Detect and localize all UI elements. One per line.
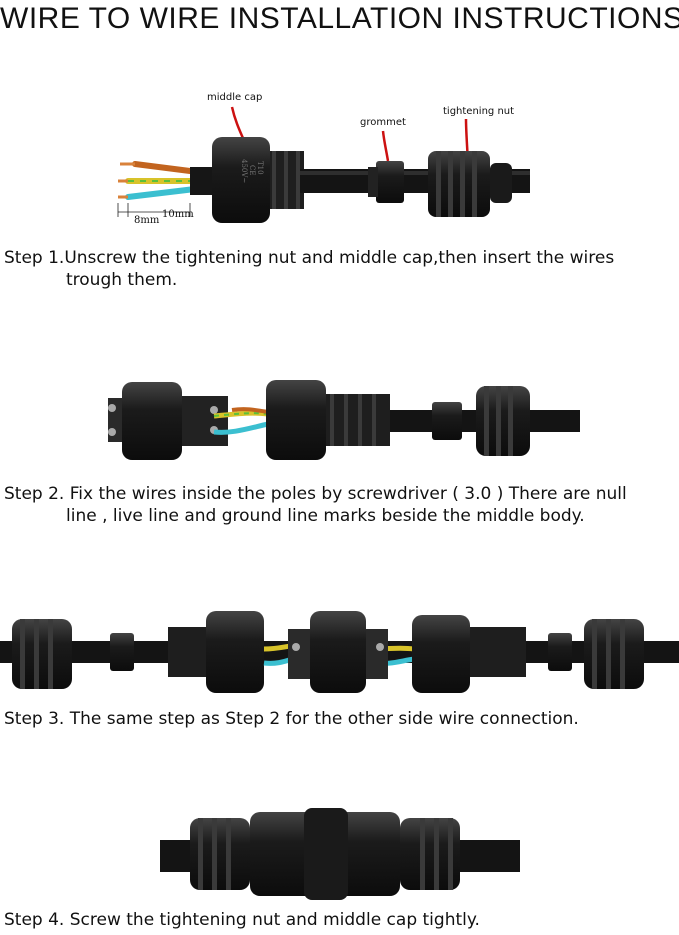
mark-voltage: 450V~: [240, 159, 248, 183]
step-3-line-1: Step 3. The same step as Step 2 for the …: [4, 709, 579, 729]
dim-strip: 8mm: [134, 215, 160, 226]
right-tightening-nut: [584, 619, 644, 689]
wires: [118, 161, 198, 200]
grommet: [432, 402, 462, 440]
label-tightening-nut: tightening nut: [443, 106, 514, 117]
step-2-line-1: Step 2. Fix the wires inside the poles b…: [4, 484, 627, 504]
tightening-nut: [476, 386, 530, 456]
step-2-text: Step 2. Fix the wires inside the poles b…: [4, 483, 676, 527]
dimension-marks: [117, 203, 191, 217]
left-tightening-nut: [12, 619, 72, 689]
tightening-nut: [428, 151, 512, 217]
assembled-body: [250, 808, 400, 900]
mark-ce: CE: [248, 165, 256, 175]
right-grommet: [548, 633, 572, 671]
left-middle-cap: [168, 611, 264, 693]
middle-cap: [266, 380, 390, 460]
figure-step-1: middle cap grommet tightening nut 8mm 10…: [117, 92, 530, 226]
step-1-line-2: trough them.: [66, 270, 178, 290]
arrow-grommet: [381, 130, 390, 162]
figure-step-3: [0, 611, 679, 693]
page-title: WIRE TO WIRE INSTALLATION INSTRUCTIONS: [0, 2, 679, 35]
wires: [213, 407, 269, 435]
step-1-text: Step 1.Unscrew the tightening nut and mi…: [4, 247, 676, 291]
terminal-body: [288, 611, 388, 693]
left-grommet: [110, 633, 134, 671]
label-grommet: grommet: [360, 117, 406, 128]
figure-step-4: [160, 808, 520, 900]
step-4-text: Step 4. Screw the tightening nut and mid…: [4, 909, 676, 931]
mark-t10: T10: [256, 161, 264, 175]
terminal-body: [108, 382, 228, 460]
dim-sheath: 10mm: [162, 209, 194, 220]
grommet: [368, 161, 404, 203]
middle-cap: T10 CE 450V~: [212, 137, 304, 223]
figure-step-2: [108, 380, 580, 460]
left-tightening-nut: [190, 818, 250, 890]
step-3-text: Step 3. The same step as Step 2 for the …: [4, 708, 676, 730]
label-middle-cap: middle cap: [207, 92, 262, 103]
step-1-line-1: Step 1.Unscrew the tightening nut and mi…: [4, 248, 615, 268]
right-tightening-nut: [400, 818, 460, 890]
step-2-line-2: line , live line and ground line marks b…: [66, 506, 585, 526]
step-4-line-1: Step 4. Screw the tightening nut and mid…: [4, 910, 480, 930]
right-middle-cap: [412, 615, 526, 693]
